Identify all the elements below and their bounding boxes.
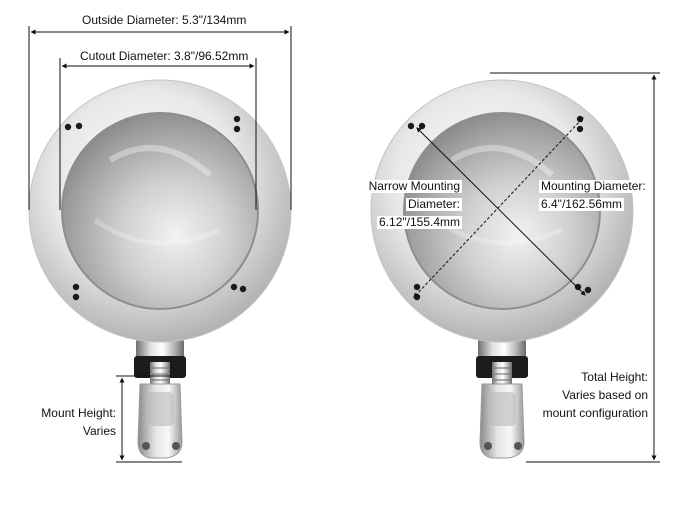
mounting-diameter-line (413, 117, 584, 298)
total-label-line3: mount configuration (540, 406, 650, 420)
narrow-label-line1: Narrow Mounting (366, 179, 462, 193)
left-mounting-holes (64, 115, 247, 301)
total-label-line1: Total Height: (579, 370, 650, 384)
outside-diameter-label: Outside Diameter: 5.3"/134mm (80, 13, 249, 27)
total-label-line2: Varies based on (560, 388, 650, 402)
mounting-label-line1: Mounting Diameter: (539, 179, 648, 193)
mount-label-line1: Mount Height: (41, 406, 116, 420)
mount-label-line2: Varies (82, 424, 116, 438)
left-speaker (28, 79, 292, 459)
mounting-label-line2: 6.4"/162.56mm (539, 197, 624, 211)
total-height-label: Total Height: Varies based on mount conf… (530, 368, 650, 422)
left-bowl (61, 112, 259, 310)
cutout-diameter-label: Cutout Diameter: 3.8"/96.52mm (78, 49, 251, 63)
mount-height-label: Mount Height: Varies (20, 404, 116, 440)
mounting-diameter-label: Mounting Diameter: 6.4"/162.56mm (539, 177, 648, 213)
narrow-mounting-diameter-label: Narrow Mounting Diameter: 6.12"/155.4mm (352, 177, 462, 231)
dimension-lines (28, 26, 660, 463)
narrow-label-line3: 6.12"/155.4mm (377, 215, 462, 229)
narrow-label-line2: Diameter: (405, 197, 462, 211)
left-mount (134, 338, 186, 459)
right-mount (476, 338, 528, 459)
